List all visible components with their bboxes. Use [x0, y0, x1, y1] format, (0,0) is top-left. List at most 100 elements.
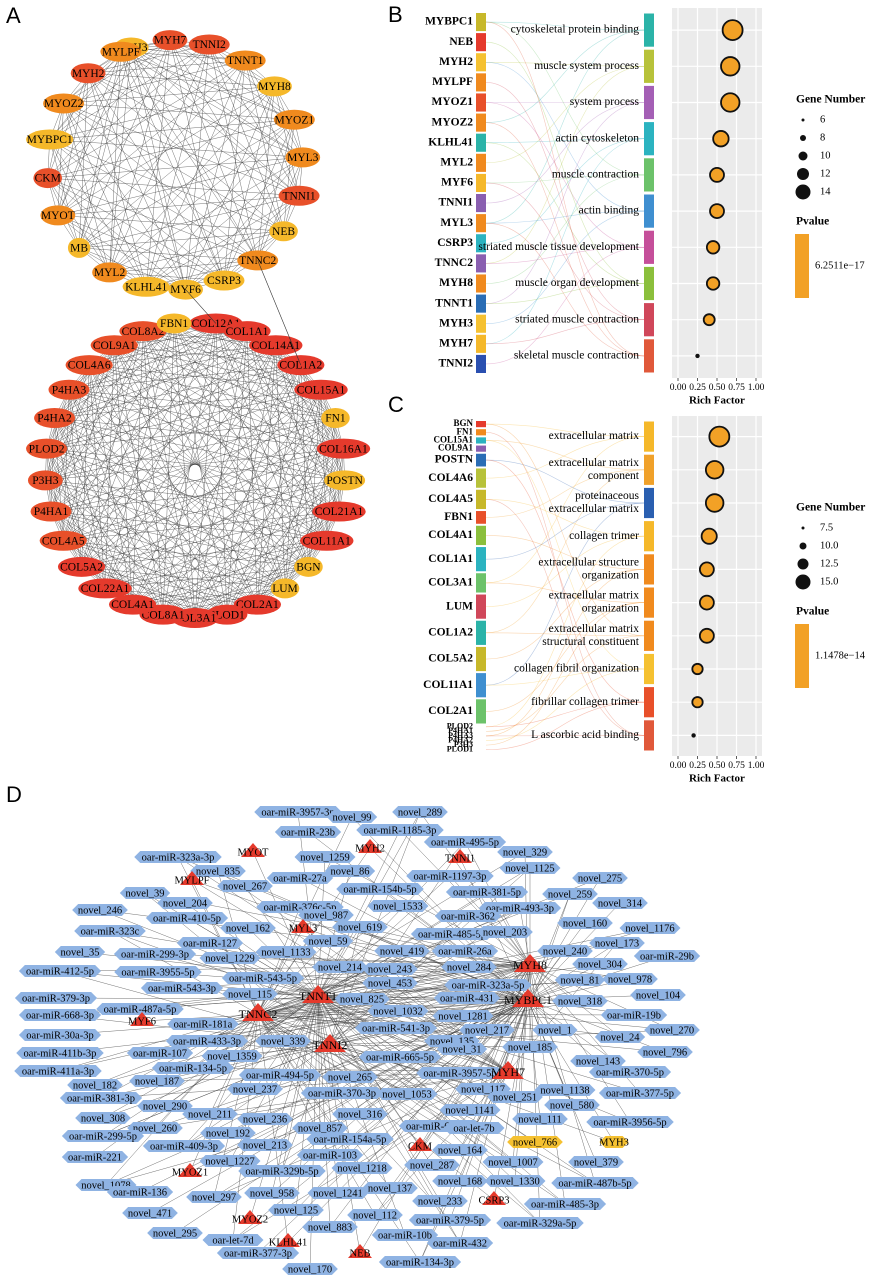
network-edge	[284, 511, 340, 589]
chord-ribbon	[485, 535, 645, 728]
chord-ribbon	[485, 66, 645, 264]
mirna-node	[134, 851, 222, 863]
panel-label-b: B	[388, 2, 403, 27]
network-node-label: oar-miR-329b-5p	[245, 1166, 318, 1177]
network-node-label: novel_185	[508, 1042, 552, 1053]
network-edge	[79, 247, 186, 290]
mirna-node	[630, 989, 686, 1001]
network-edge	[145, 44, 210, 287]
network-node-label: novel_104	[636, 990, 681, 1001]
network-edge	[194, 389, 322, 619]
gene-node-label: COL15A1	[297, 384, 346, 396]
network-edge	[223, 119, 295, 281]
mirna-node	[487, 1091, 543, 1103]
network-node-label: novel_453	[368, 978, 412, 989]
gene-node	[67, 237, 91, 258]
chord-ribbon	[485, 423, 645, 637]
term-bar	[644, 554, 654, 585]
network-node-label: novel_304	[578, 959, 623, 970]
network-node-label: oar-miR-412-5p	[26, 966, 94, 977]
network-edge	[114, 345, 301, 366]
network-edge	[63, 103, 295, 120]
size-legend-dot	[798, 151, 808, 161]
term-label: collagen fibril organization	[514, 663, 639, 675]
network-node-label: novel_1259	[300, 852, 350, 863]
mirna-node	[478, 902, 562, 914]
gene-node	[109, 594, 157, 615]
network-edge	[146, 60, 246, 287]
bridge-edge	[185, 289, 217, 324]
enrichment-dot	[698, 561, 715, 578]
gene-label: TNNT1	[435, 297, 473, 309]
network-edge	[50, 331, 144, 512]
network-edge	[57, 215, 186, 290]
network-edge	[59, 999, 529, 1054]
network-edge	[68, 389, 336, 419]
network-node-label: oar-miR-411b-3p	[24, 1048, 97, 1059]
network-edge	[104, 331, 248, 589]
network-edge	[68, 389, 196, 619]
network-node-label: novel_314	[598, 898, 643, 909]
pvalue-legend-title: Pvalue	[796, 216, 829, 228]
network-edge	[173, 323, 196, 619]
term-bar	[644, 158, 654, 192]
network-edge	[88, 365, 106, 589]
network-node-label: TNNI1	[445, 853, 475, 864]
gene-label: COL4A6	[428, 472, 473, 484]
network-edge	[142, 331, 286, 589]
network-edge	[131, 47, 303, 158]
mirna-node	[147, 1227, 203, 1239]
network-node-label: oar-miR-487b-5p	[558, 1178, 631, 1189]
mirna-node	[190, 865, 246, 877]
network-edge	[57, 44, 210, 216]
mirna-node	[554, 974, 606, 986]
network-edge	[114, 345, 258, 605]
network-edge	[194, 323, 217, 619]
chord-ribbon	[485, 668, 645, 686]
mirna-node	[199, 1155, 261, 1167]
gene-bar	[476, 93, 486, 112]
network-node-label: novel_318	[558, 996, 602, 1007]
network-edge	[351, 816, 529, 1001]
network-node-label: oar-miR-26a	[438, 946, 492, 957]
gene-node-label: MYOZ1	[274, 114, 314, 126]
x-tick-label: 1.00	[748, 761, 765, 771]
network-edge	[63, 448, 344, 541]
network-node-label: oar-miR-3955-5p	[121, 967, 194, 978]
gene-label: COL4A1	[428, 529, 473, 541]
network-node-label: novel_251	[493, 1092, 537, 1103]
network-node-label: MYF6	[128, 1016, 156, 1027]
network-node-label: novel_287	[410, 1160, 454, 1171]
network-node-label: novel_1330	[490, 1176, 540, 1187]
network-edge	[54, 417, 344, 449]
mirna-node	[16, 1047, 104, 1059]
network-edge	[249, 995, 319, 1220]
gene-bar	[476, 673, 486, 698]
network-node-label: oar-miR-370-3p	[308, 1088, 376, 1099]
mirna-node	[72, 904, 128, 916]
gene-bar	[476, 173, 486, 192]
network-edge	[283, 119, 295, 232]
gene-node-label: COL5A2	[60, 561, 103, 573]
term-label: extracellular structure	[538, 557, 639, 569]
mrna-node	[180, 871, 204, 885]
gene-node	[122, 276, 170, 297]
gene-bar	[476, 437, 486, 444]
network-node-label: novel_214	[318, 962, 363, 973]
network-node-label: novel_419	[380, 946, 424, 957]
chord-ribbon	[485, 431, 645, 736]
gene-node-label: CKM	[35, 173, 61, 185]
network-edge	[185, 231, 284, 290]
network-node-label: MYOT	[238, 847, 270, 858]
network-node-label: novel_796	[643, 1047, 687, 1058]
mirna-node	[431, 945, 499, 957]
panel-a-ppi-network: MYH3MYH7TNNI2TNNT1MYH8MYOZ1MYL3TNNI1NEBT…	[26, 30, 371, 628]
mirna-node	[274, 826, 342, 838]
mirna-node	[502, 1041, 558, 1053]
mirna-node	[432, 1010, 494, 1022]
gene-label: COL9A1	[438, 443, 474, 453]
term-bar	[644, 587, 654, 618]
term-bar	[644, 487, 654, 519]
network-node-label: novel_24	[600, 1032, 640, 1043]
enrichment-dot	[720, 56, 741, 77]
